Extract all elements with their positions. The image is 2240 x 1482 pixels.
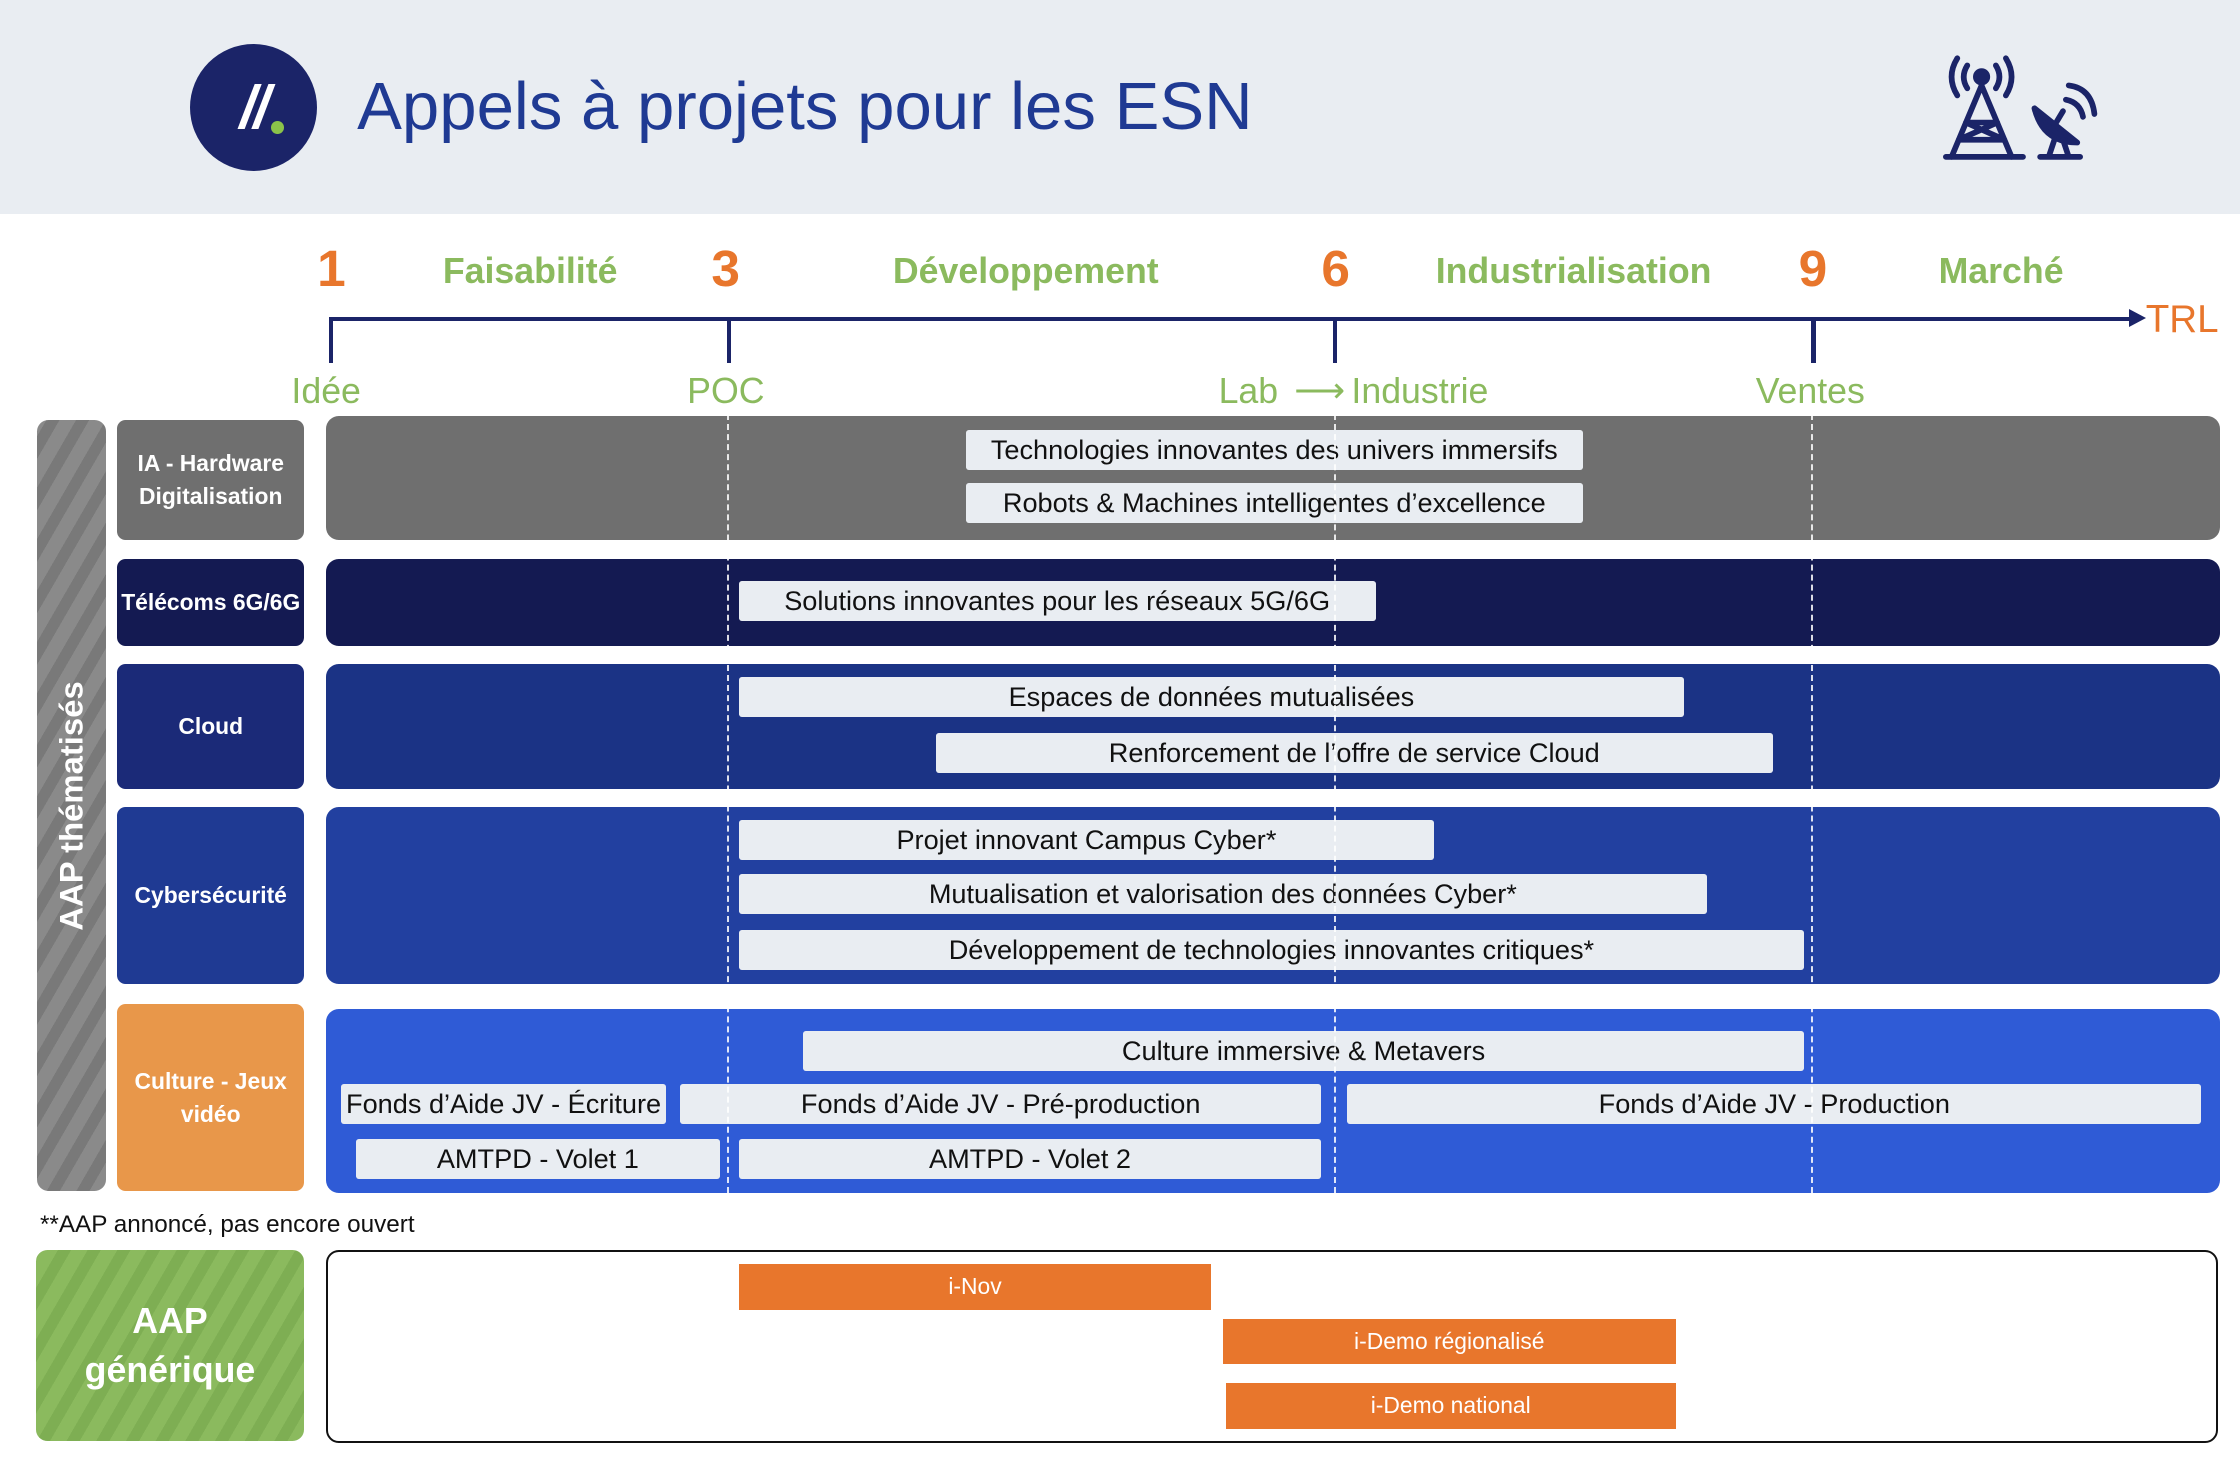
milestone-poc: POC — [687, 370, 765, 411]
category-cybersecurite: Cybersécurité — [117, 807, 305, 985]
program-culture-immersive: Culture immersive & Metavers — [802, 1031, 1805, 1072]
generic-label-line1: AAP — [132, 1301, 208, 1342]
header-banner — [0, 0, 2240, 215]
category-telecoms: Télécoms 6G/6G — [117, 558, 305, 646]
antenna-satellite-icon — [1942, 55, 2098, 160]
trl-guide-6 — [1334, 414, 1338, 1193]
program-fonds-jv-ecriture: Fonds d’Aide JV - Écriture — [341, 1084, 666, 1125]
trl-level-6: 6 — [1321, 238, 1351, 297]
lab-to-industry-arrow: ⟶ — [1294, 369, 1346, 410]
milestone-ventes: Ventes — [1755, 370, 1865, 411]
phase-faisabilite: Faisabilité — [442, 250, 618, 291]
trl-tick-9 — [1811, 319, 1816, 363]
sidebar-label: AAP thématisés — [52, 680, 90, 931]
trl-level-1: 1 — [317, 238, 346, 297]
trl-level-9: 9 — [1798, 238, 1828, 297]
phase-industrialisation: Industrialisation — [1435, 250, 1712, 291]
category-ia-hardware: IA - Hardware Digitalisation — [117, 419, 305, 540]
trl-level-3: 3 — [711, 238, 741, 297]
program-espaces-donnees: Espaces de données mutualisées — [738, 677, 1685, 718]
trl-guide-9 — [1811, 414, 1815, 1193]
category-cloud: Cloud — [117, 664, 305, 789]
program-offre-cloud: Renforcement de l’offre de service Cloud — [935, 732, 1773, 773]
program-reseaux-5g-6g: Solutions innovantes pour les réseaux 5G… — [738, 581, 1376, 622]
generic-label-line2: générique — [84, 1349, 256, 1390]
milestone-industrie: Industrie — [1351, 370, 1489, 411]
category-culture-jeux-video: Culture - Jeux vidéo — [117, 1004, 305, 1192]
generic-stripes — [35, 1249, 305, 1442]
logo-dot — [271, 121, 285, 135]
program-i-demo-national: i-Demo national — [1225, 1382, 1676, 1429]
program-i-demo-regionalise: i-Demo régionalisé — [1222, 1318, 1676, 1365]
program-amtpd-volet-2: AMTPD - Volet 2 — [738, 1138, 1322, 1179]
trl-tick-1 — [328, 319, 333, 363]
trl-guide-3 — [727, 414, 730, 1193]
program-fonds-jv-preproduction: Fonds d’Aide JV - Pré-production — [679, 1084, 1322, 1125]
trl-axis-arrowhead — [2128, 308, 2146, 327]
milestone-idee: Idée — [291, 370, 361, 411]
phase-developpement: Développement — [892, 250, 1159, 291]
trl-tick-3 — [727, 319, 732, 363]
trl-axis — [328, 317, 2135, 322]
footnote: **AAP annoncé, pas encore ouvert — [39, 1210, 415, 1238]
milestone-lab: Lab — [1218, 370, 1279, 411]
trl-axis-label: TRL — [2145, 298, 2219, 342]
logo-mark: // — [239, 74, 270, 142]
aap-generique-tag: AAP générique — [35, 1249, 305, 1442]
phase-marche: Marché — [1938, 250, 2064, 291]
brand-logo: // — [189, 44, 318, 172]
program-univers-immersifs: Technologies innovantes des univers imme… — [965, 429, 1583, 470]
program-fonds-jv-production: Fonds d’Aide JV - Production — [1347, 1084, 2202, 1125]
page-title: Appels à projets pour les ESN — [357, 68, 1253, 144]
trl-tick-6 — [1332, 319, 1338, 363]
program-technologies-critiques: Développement de technologies innovantes… — [738, 929, 1805, 970]
sidebar-stripes — [37, 419, 106, 1192]
program-robots-machines: Robots & Machines intelligentes d’excell… — [965, 482, 1583, 523]
program-donnees-cyber: Mutualisation et valorisation des donnée… — [738, 874, 1708, 915]
program-campus-cyber: Projet innovant Campus Cyber* — [738, 819, 1435, 860]
program-amtpd-volet-1: AMTPD - Volet 1 — [355, 1138, 720, 1179]
program-i-nov: i-Nov — [738, 1264, 1212, 1310]
sidebar-aap-thematises: AAP thématisés — [37, 419, 106, 1192]
